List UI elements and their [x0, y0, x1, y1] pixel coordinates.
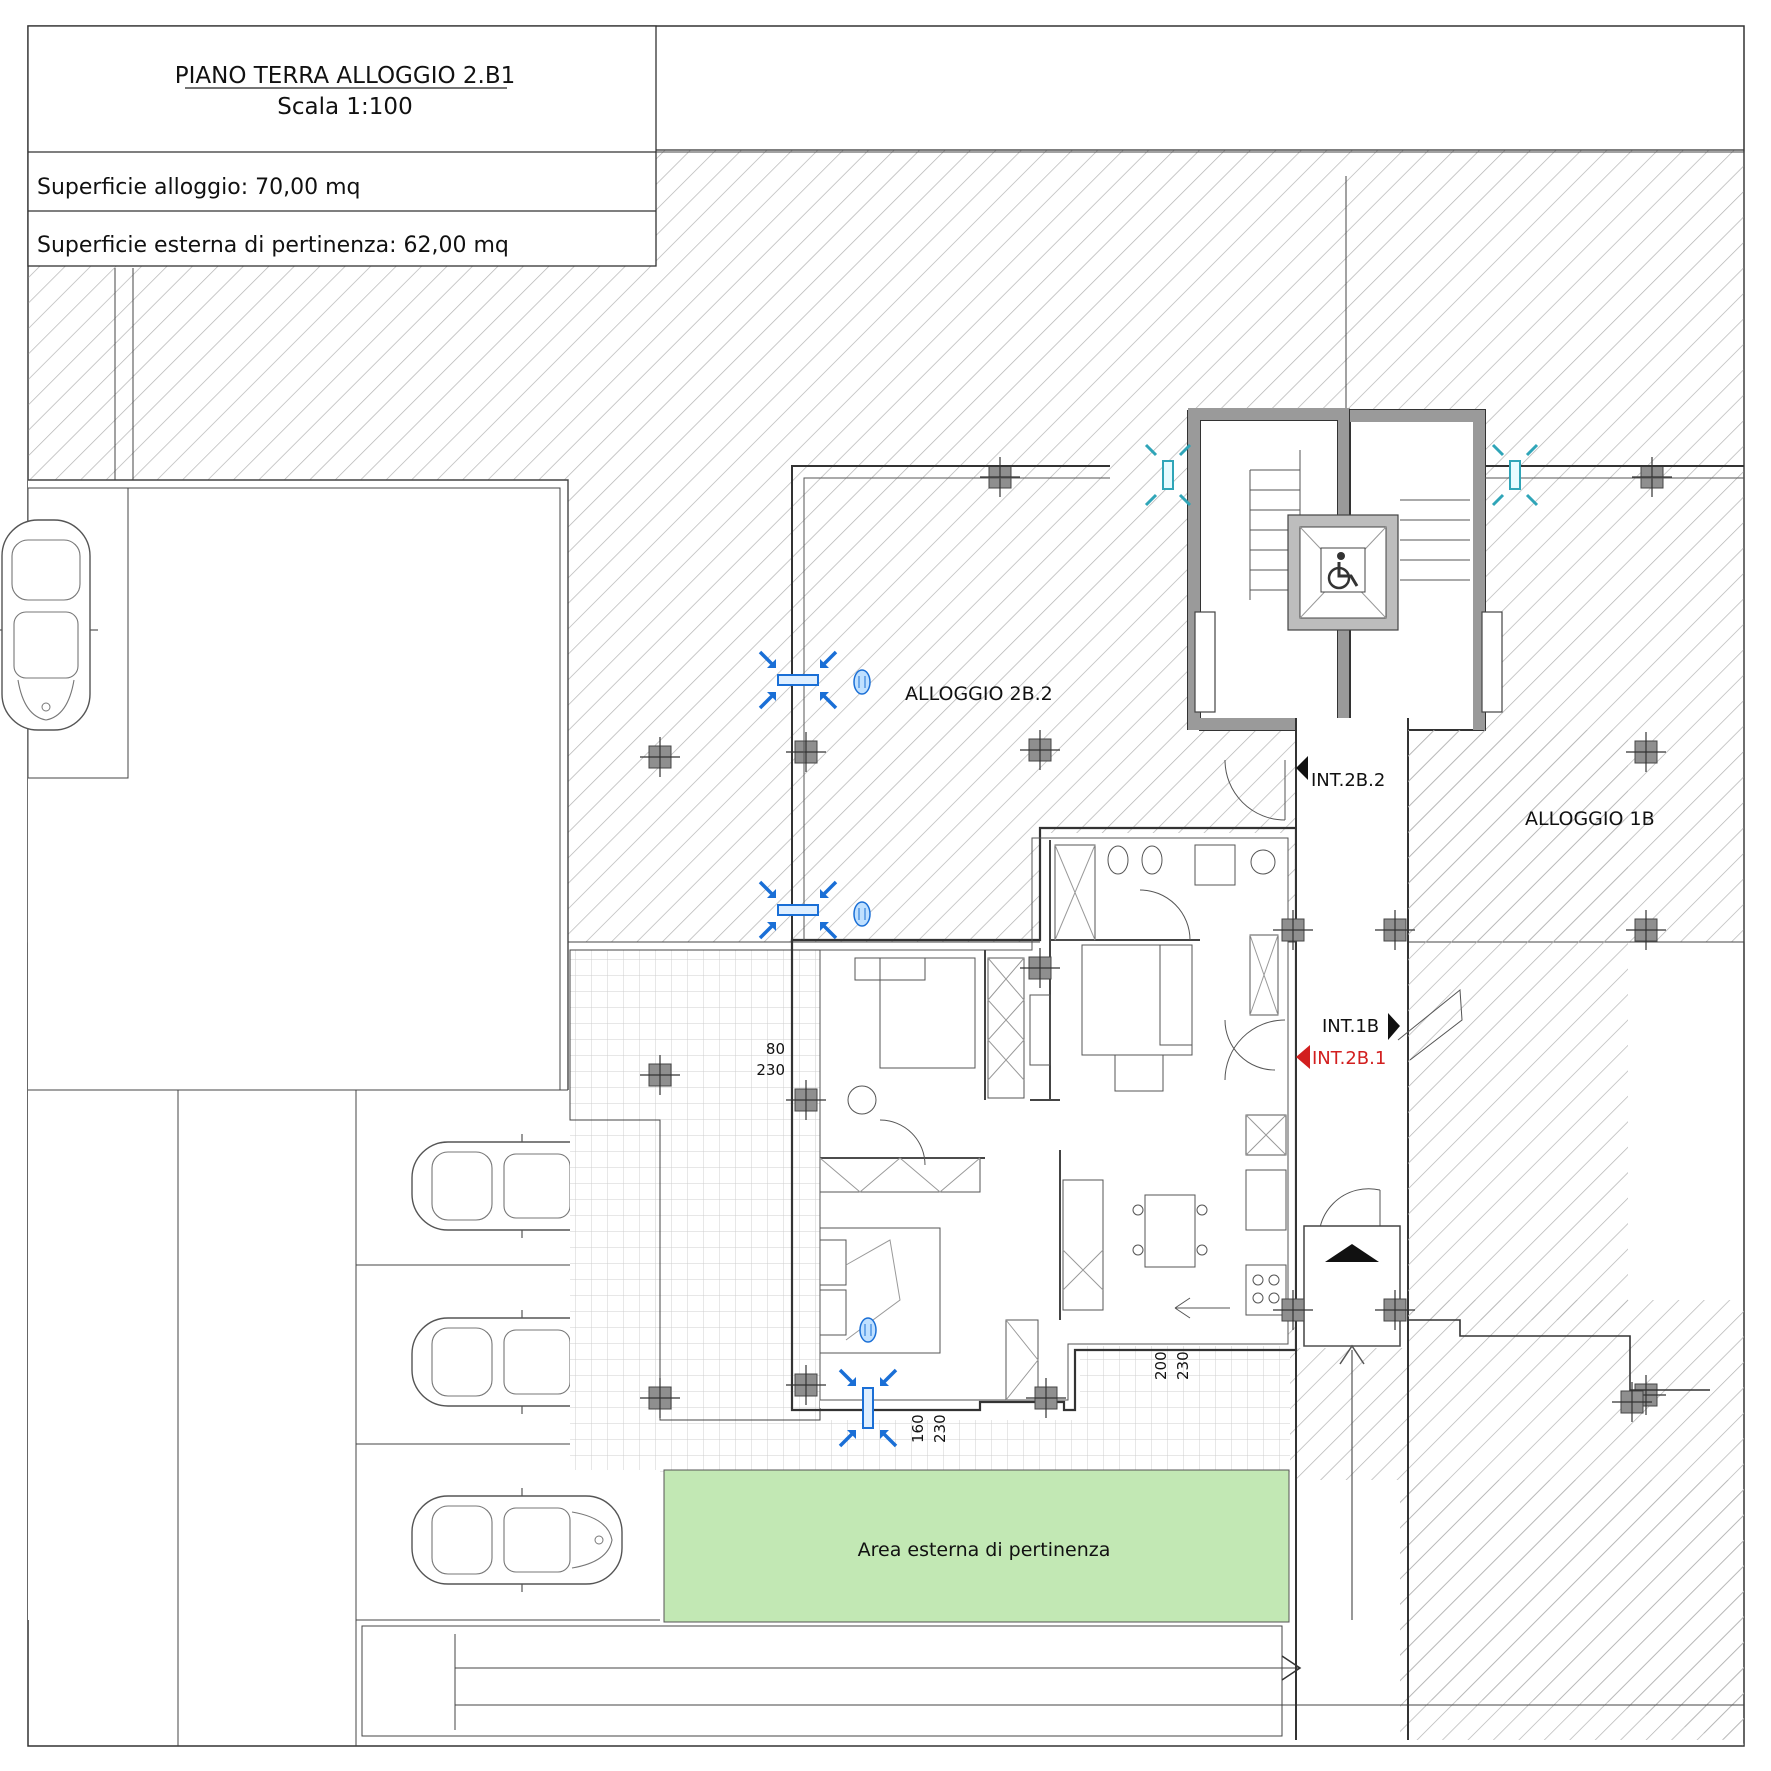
label-int-2b2: INT.2B.2: [1311, 770, 1385, 791]
label-alloggio-2b2: ALLOGGIO 2B.2: [905, 683, 1053, 705]
dim-door-b: 230: [1174, 1351, 1192, 1380]
dim-window-bottom-b: 230: [931, 1414, 949, 1443]
drawing-scale: Scala 1:100: [277, 94, 412, 120]
car-icon: [411, 1487, 623, 1593]
dim-door-a: 200: [1152, 1351, 1170, 1380]
dim-window-left-bottom: 230: [756, 1061, 785, 1079]
label-alloggio-1b: ALLOGGIO 1B: [1525, 808, 1655, 830]
entry-marker-int2b1: [1296, 1045, 1310, 1069]
entry-marker-int1b: [1388, 1013, 1400, 1040]
dim-window-bottom-a: 160: [909, 1414, 927, 1443]
parking-upper: [0, 479, 569, 1120]
drawing-title: PIANO TERRA ALLOGGIO 2.B1: [175, 63, 516, 89]
garden-area: [663, 1469, 1290, 1623]
external-area-label: Superficie esterna di pertinenza: 62,00 …: [37, 233, 509, 258]
title-block: PIANO TERRA ALLOGGIO 2.B1 Scala 1:100 Su…: [27, 25, 1744, 267]
tiled-terrace: [569, 949, 1290, 1472]
walls-2b2: [791, 465, 1744, 1391]
surface-area-label: Superficie alloggio: 70,00 mq: [37, 175, 361, 200]
wheelchair-icon: [1320, 547, 1366, 593]
car-icon: [0, 519, 99, 731]
parking-lower: [28, 1089, 1744, 1746]
triangle-icon: [1325, 1244, 1379, 1262]
label-int-1b: INT.1B: [1322, 1016, 1379, 1037]
entry-marker-int2b2: [1296, 756, 1308, 780]
stair-core: [1187, 408, 1503, 731]
apartment-2b1: [790, 826, 1298, 1412]
label-int-2b1: INT.2B.1: [1312, 1048, 1386, 1069]
corridor: [1224, 718, 1628, 1740]
label-garden: Area esterna di pertinenza: [858, 1539, 1111, 1561]
dim-window-left-top: 80: [766, 1040, 785, 1058]
